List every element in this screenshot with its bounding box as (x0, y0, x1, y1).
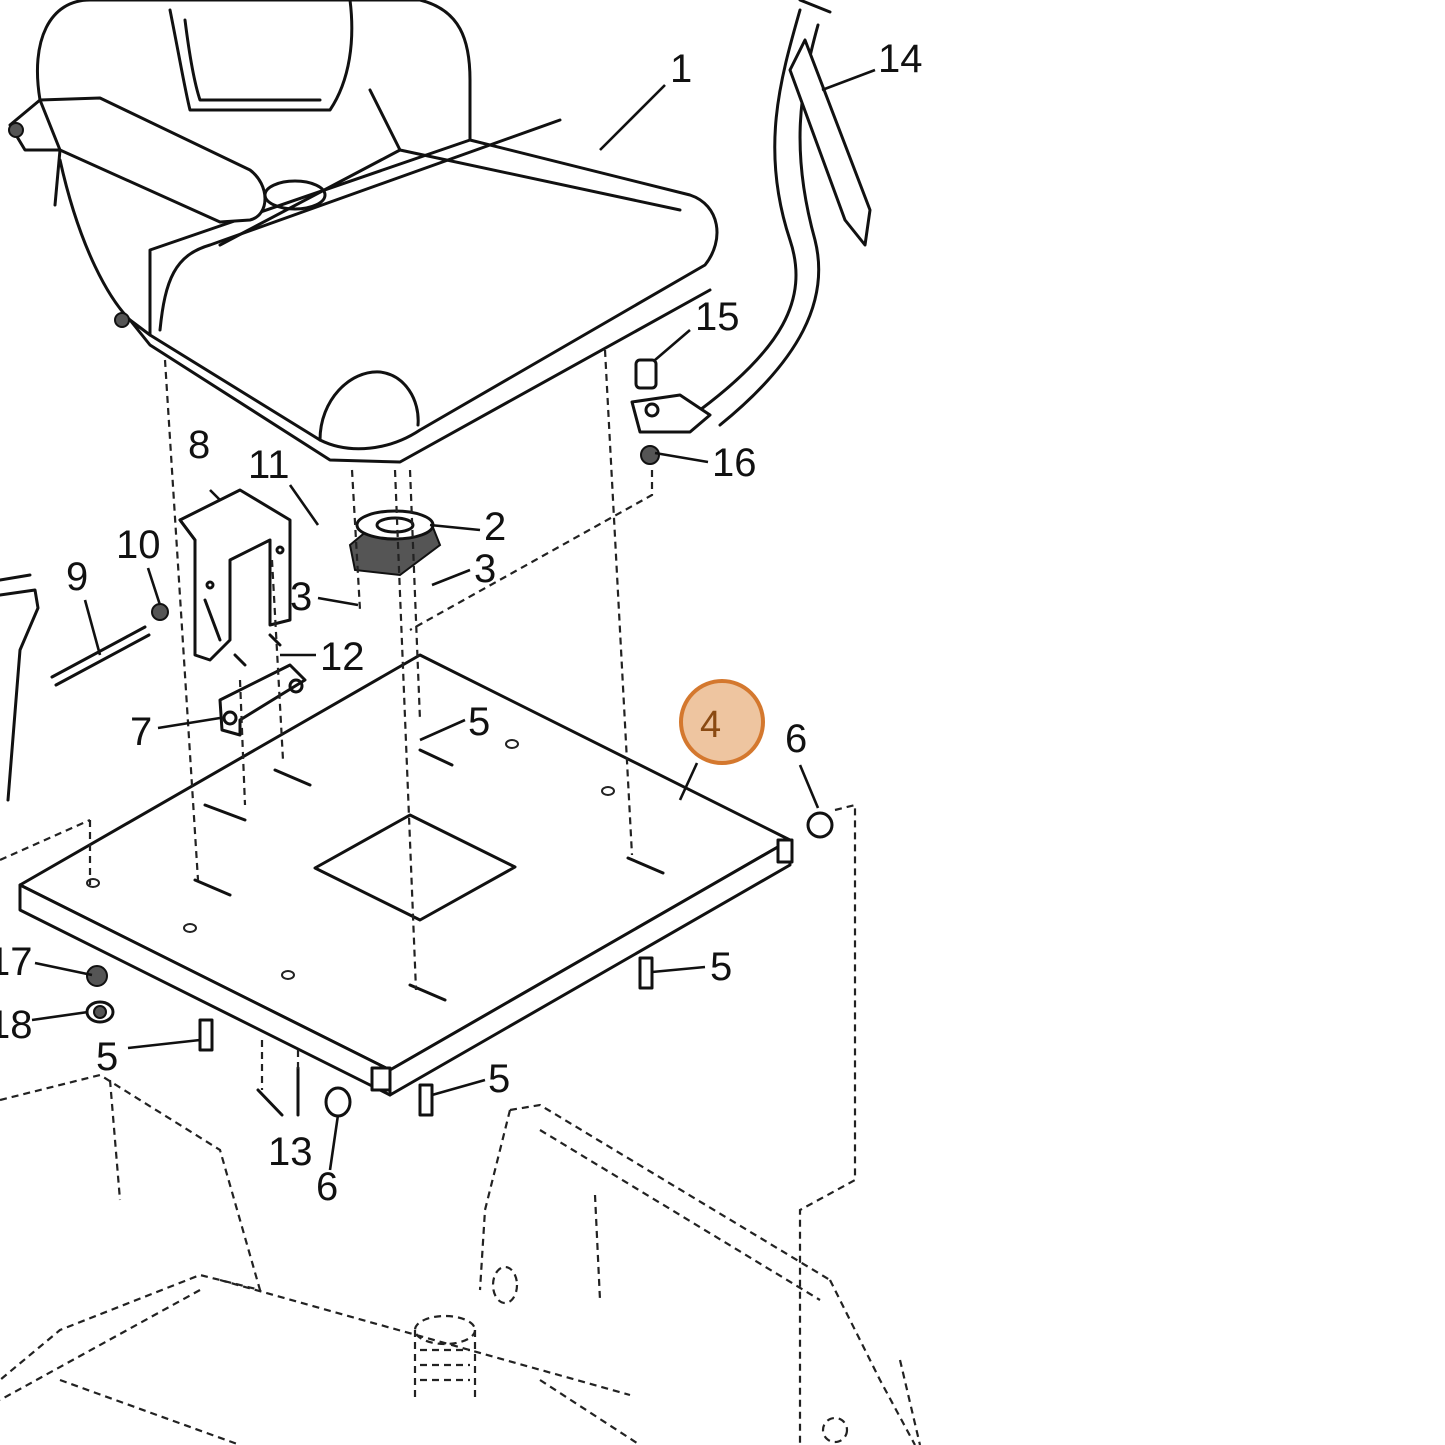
callout-13: 13 (268, 1130, 313, 1174)
callout-9: 9 (66, 555, 88, 599)
highlight-circle (679, 679, 765, 765)
fasteners (85, 811, 834, 1118)
latch-plate (218, 633, 307, 737)
callout-3-left: 3 (290, 575, 312, 619)
alignment-lines (0, 349, 857, 1445)
callout-6-right: 6 (785, 717, 807, 761)
highlighted-callout-4[interactable]: 4 (679, 679, 765, 765)
callout-18: 18 (0, 1003, 33, 1047)
callout-12: 12 (320, 635, 365, 679)
callout-3-right: 3 (474, 547, 496, 591)
seat-belt (698, 0, 872, 427)
rod (50, 603, 169, 687)
belt-anchor (630, 358, 712, 465)
callout-6-bottom: 6 (316, 1165, 338, 1209)
callout-2: 2 (484, 505, 506, 549)
callout-5-left: 5 (96, 1035, 118, 1079)
leader-lines (31, 68, 876, 1171)
callout-16: 16 (712, 441, 757, 485)
callout-14: 14 (878, 37, 923, 81)
callout-11: 11 (248, 443, 290, 487)
seat-bracket (178, 488, 292, 662)
callout-10: 10 (116, 523, 161, 567)
callouts: 1 14 15 16 2 3 3 8 11 10 9 12 7 5 6 5 17… (0, 37, 923, 1209)
chassis-frame (0, 1073, 922, 1445)
callout-7: 7 (130, 710, 152, 754)
seat (8, 0, 719, 464)
callout-5-bottom: 5 (488, 1057, 510, 1101)
callout-15: 15 (695, 295, 740, 339)
callout-17: 17 (0, 940, 33, 984)
seat-plate (18, 653, 794, 1097)
seat-swivel (348, 509, 442, 577)
callout-5-right: 5 (710, 945, 732, 989)
left-edge-object (0, 573, 40, 802)
callout-1: 1 (670, 47, 692, 91)
callout-4: 4 (700, 704, 721, 746)
callout-8-top: 8 (188, 423, 210, 467)
callout-5-center: 5 (468, 700, 490, 744)
